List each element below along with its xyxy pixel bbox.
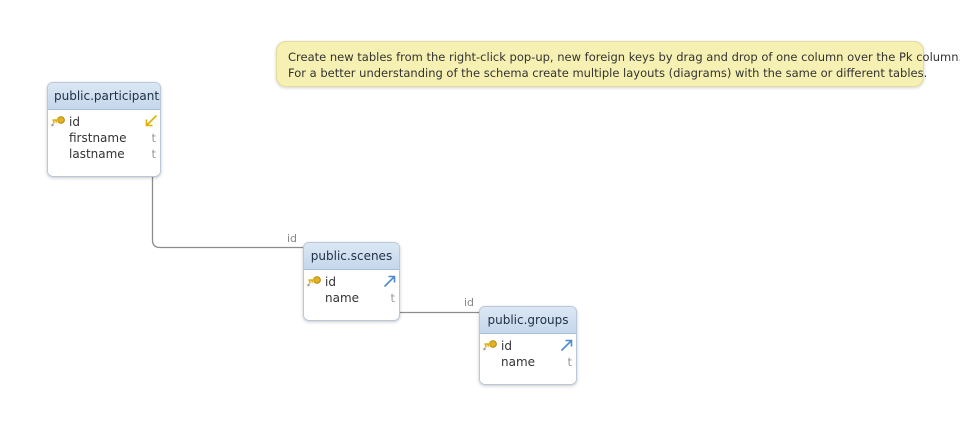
table-title[interactable]: public.participants <box>48 83 160 110</box>
primary-key-icon: * <box>483 340 497 353</box>
foreign-key-out-arrow-icon[interactable] <box>144 114 158 128</box>
column-name: firstname <box>69 131 127 145</box>
column-name: id <box>69 115 80 129</box>
column-type: t <box>390 291 395 305</box>
column-name: id <box>325 275 336 289</box>
column-row-name[interactable]: name t <box>480 354 576 370</box>
column-row-firstname[interactable]: firstname t <box>48 130 160 146</box>
column-type: t <box>151 147 156 161</box>
column-row-name[interactable]: name t <box>304 290 399 306</box>
hint-note-line-2: For a better understanding of the schema… <box>288 66 928 80</box>
column-name: name <box>325 291 360 305</box>
table-title[interactable]: public.scenes <box>304 243 399 270</box>
primary-key-icon: * <box>307 276 321 289</box>
foreign-key-in-arrow-icon[interactable] <box>383 274 397 288</box>
column-row-id[interactable]: * id <box>48 114 160 130</box>
hint-note-line-1: Create new tables from the right-click p… <box>288 50 960 64</box>
svg-text:*: * <box>307 283 310 289</box>
svg-text:*: * <box>483 347 486 353</box>
column-type: t <box>567 355 572 369</box>
hint-note[interactable]: Create new tables from the right-click p… <box>276 41 960 87</box>
relation-label-scenes-groups: id <box>464 296 475 309</box>
table-scenes[interactable]: public.scenes * id name t <box>303 242 400 321</box>
foreign-key-in-arrow-icon[interactable] <box>560 338 574 352</box>
table-participants[interactable]: public.participants * id firstname t <box>47 82 161 177</box>
column-row-id[interactable]: * id <box>304 274 399 290</box>
column-type: t <box>151 131 156 145</box>
column-row-lastname[interactable]: lastname t <box>48 146 160 162</box>
table-groups[interactable]: public.groups * id name t <box>479 306 577 385</box>
svg-text:*: * <box>51 123 54 129</box>
column-name: lastname <box>69 147 125 161</box>
table-title[interactable]: public.groups <box>480 307 576 334</box>
primary-key-icon: * <box>51 116 65 129</box>
relation-label-participants-scenes: id <box>287 232 298 245</box>
column-row-id[interactable]: * id <box>480 338 576 354</box>
column-name: id <box>501 339 512 353</box>
column-name: name <box>501 355 536 369</box>
connector-participants-scenes[interactable] <box>151 176 304 249</box>
